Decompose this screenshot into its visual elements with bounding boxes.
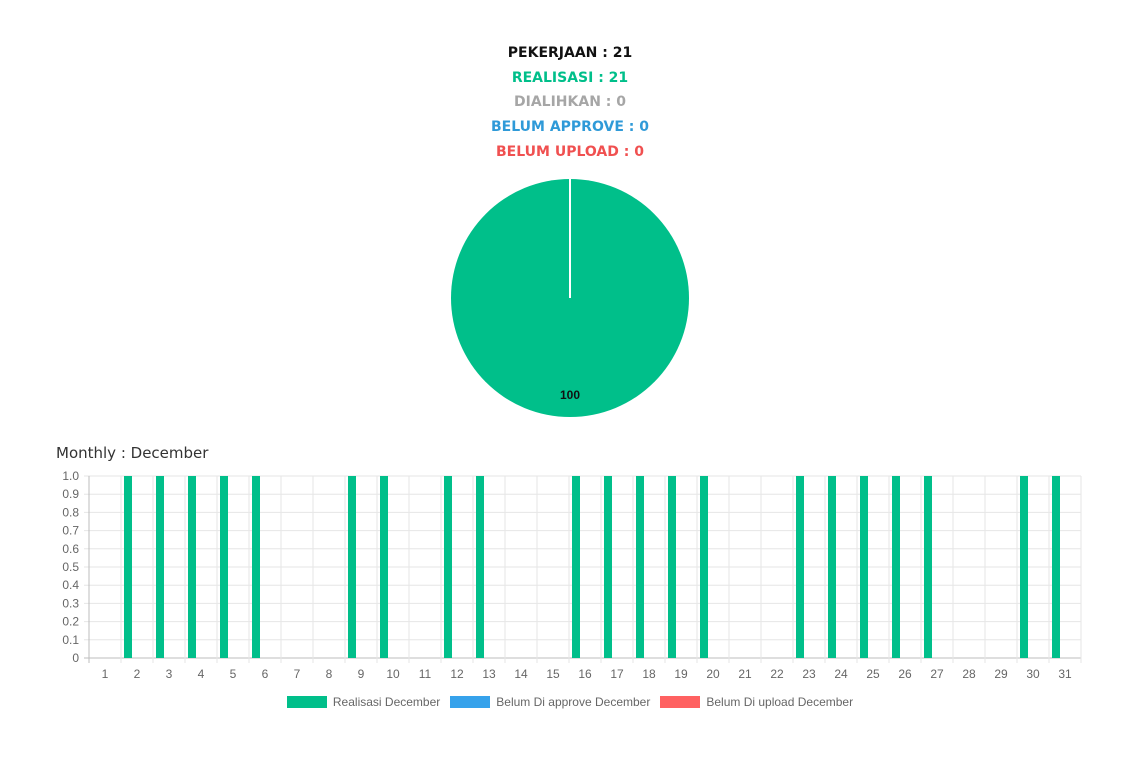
x-tick-label: 18 [642, 667, 656, 681]
legend-item[interactable]: Realisasi December [286, 695, 441, 709]
bar-realisasi-december-18[interactable] [636, 476, 644, 658]
legend-label: Belum Di upload December [706, 695, 854, 709]
pie-chart: 100 [451, 179, 689, 417]
x-tick-label: 17 [610, 667, 624, 681]
legend-swatch [660, 696, 701, 708]
x-tick-label: 30 [1026, 667, 1040, 681]
legend-label: Belum Di approve December [496, 695, 651, 709]
y-tick-label: 0.6 [62, 542, 79, 556]
y-tick-label: 0.8 [62, 505, 79, 519]
y-tick-label: 0 [72, 651, 79, 665]
x-tick-label: 6 [262, 667, 269, 681]
x-tick-label: 9 [358, 667, 365, 681]
x-tick-label: 19 [674, 667, 688, 681]
bar-realisasi-december-24[interactable] [828, 476, 836, 658]
bar-realisasi-december-31[interactable] [1052, 476, 1060, 658]
y-tick-label: 0.2 [62, 615, 79, 629]
y-tick-label: 0.9 [62, 487, 79, 501]
y-tick-label: 0.4 [62, 578, 79, 592]
bar-realisasi-december-12[interactable] [444, 476, 452, 658]
y-tick-label: 0.5 [62, 560, 79, 574]
bar-realisasi-december-19[interactable] [668, 476, 676, 658]
bar-realisasi-december-23[interactable] [796, 476, 804, 658]
bar-realisasi-december-30[interactable] [1020, 476, 1028, 658]
x-tick-label: 1 [102, 667, 109, 681]
dialihkan-count: DIALIHKAN : 0 [514, 94, 626, 110]
bar-realisasi-december-17[interactable] [604, 476, 612, 658]
y-tick-label: 1.0 [62, 469, 79, 483]
x-tick-label: 29 [994, 667, 1008, 681]
x-tick-label: 24 [834, 667, 848, 681]
bar-realisasi-december-27[interactable] [924, 476, 932, 658]
x-tick-label: 16 [578, 667, 592, 681]
bar-realisasi-december-26[interactable] [892, 476, 900, 658]
x-tick-label: 12 [450, 667, 464, 681]
x-tick-label: 23 [802, 667, 816, 681]
x-tick-label: 22 [770, 667, 784, 681]
bar-realisasi-december-16[interactable] [572, 476, 580, 658]
bar-realisasi-december-5[interactable] [220, 476, 228, 658]
x-tick-label: 11 [419, 667, 432, 681]
x-tick-label: 5 [230, 667, 237, 681]
x-tick-label: 13 [482, 667, 496, 681]
y-tick-label: 0.1 [62, 633, 79, 647]
bar-realisasi-december-2[interactable] [124, 476, 132, 658]
bar-realisasi-december-20[interactable] [700, 476, 708, 658]
bar-realisasi-december-3[interactable] [156, 476, 164, 658]
belum-upload-count: BELUM UPLOAD : 0 [496, 144, 644, 160]
chart-legend: Realisasi December Belum Di approve Decem… [0, 695, 1140, 709]
y-tick-label: 0.7 [62, 524, 79, 538]
legend-item[interactable]: Belum Di upload December [660, 695, 853, 709]
x-tick-label: 14 [514, 667, 528, 681]
x-tick-label: 26 [898, 667, 912, 681]
legend-label: Realisasi December [332, 695, 441, 709]
bar-realisasi-december-6[interactable] [252, 476, 260, 658]
x-tick-label: 7 [294, 667, 301, 681]
x-tick-label: 15 [546, 667, 560, 681]
belum-approve-count: BELUM APPROVE : 0 [491, 119, 649, 135]
pekerjaan-count: PEKERJAAN : 21 [507, 45, 633, 61]
x-tick-label: 27 [930, 667, 944, 681]
x-tick-label: 25 [866, 667, 880, 681]
x-tick-label: 10 [386, 667, 400, 681]
x-tick-label: 20 [706, 667, 720, 681]
bar-realisasi-december-9[interactable] [348, 476, 356, 658]
x-tick-label: 28 [962, 667, 976, 681]
x-tick-label: 21 [738, 667, 752, 681]
x-tick-label: 4 [198, 667, 205, 681]
x-tick-label: 31 [1058, 667, 1072, 681]
bar-realisasi-december-25[interactable] [860, 476, 868, 658]
legend-swatch [450, 696, 491, 708]
x-tick-label: 2 [134, 667, 141, 681]
y-tick-label: 0.3 [62, 596, 79, 610]
bar-realisasi-december-10[interactable] [380, 476, 388, 658]
pie-data-label: 100 [560, 388, 580, 402]
bar-realisasi-december-13[interactable] [476, 476, 484, 658]
bar-realisasi-december-4[interactable] [188, 476, 196, 658]
realisasi-count: REALISASI : 21 [511, 70, 629, 86]
x-tick-label: 8 [326, 667, 333, 681]
legend-swatch [286, 696, 327, 708]
legend-item[interactable]: Belum Di approve December [450, 695, 650, 709]
x-tick-label: 3 [166, 667, 173, 681]
monthly-title: Monthly : December [56, 444, 209, 462]
